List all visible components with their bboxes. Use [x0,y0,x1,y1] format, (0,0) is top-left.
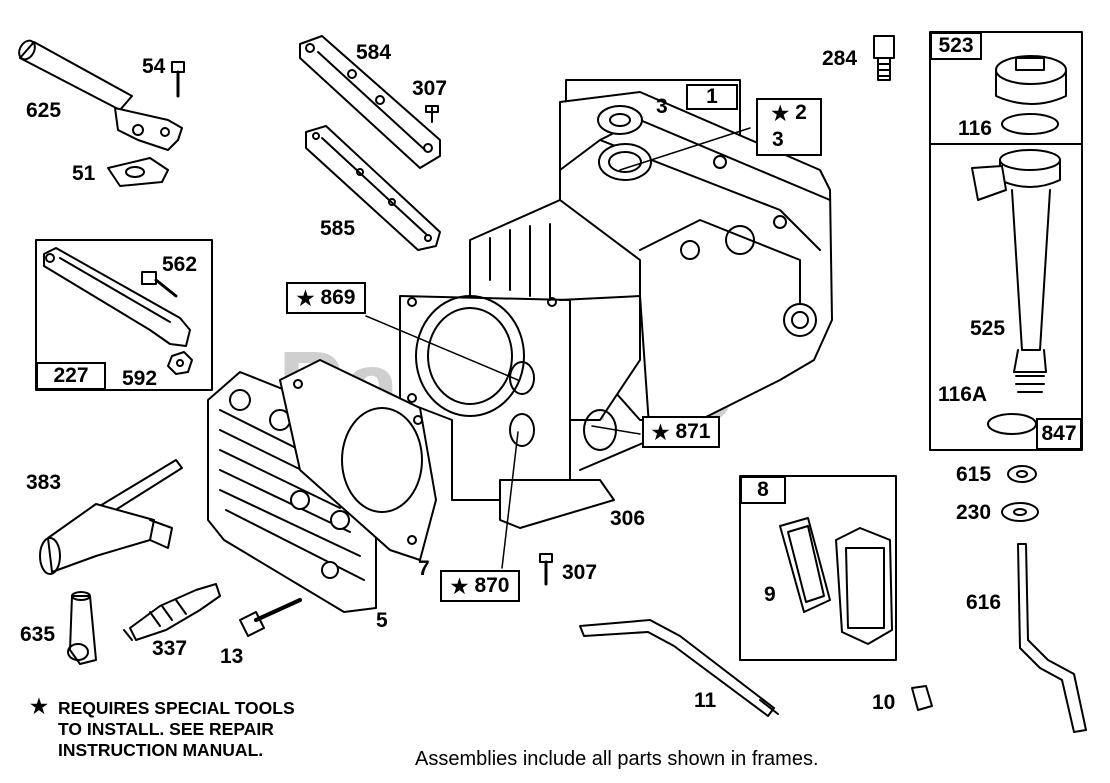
part-523-dipstick-cap [995,55,1067,135]
star-icon: ★ [30,696,48,718]
part-8-breather-cover [835,527,893,645]
label-51: 51 [72,162,96,185]
label-9: 9 [764,583,776,606]
label-615: 615 [956,463,992,486]
part-616-dipstick [1017,543,1087,733]
special-tools-note: ★ REQUIRES SPECIAL TOOLS TO INSTALL. SEE… [30,696,295,761]
part-227-bracket [43,247,191,347]
star-icon: ★ [771,102,790,125]
box-label-870: ★870 [440,570,520,602]
label-10: 10 [872,691,896,714]
part-584-cover [299,35,441,169]
part-337-spark-plug [123,583,221,641]
part-116a-oring [987,413,1037,435]
part-230-washer [1001,502,1039,522]
box-label-2: ★2 [756,98,822,128]
label-337: 337 [152,637,188,660]
star-icon: ★ [296,287,315,310]
label-562: 562 [162,253,198,276]
frame-assembly-8 [739,475,897,661]
label-230: 230 [956,501,992,524]
box-label-8: 8 [740,476,786,504]
box-label-871: ★871 [642,416,720,448]
label-11: 11 [694,689,717,712]
label-383: 383 [26,471,62,494]
part-9-gasket [779,517,831,613]
label-284: 284 [822,47,858,70]
part-54-screw [171,61,185,98]
part-307-screw-lower [539,553,553,586]
note-line-1: REQUIRES SPECIAL TOOLS [58,698,295,718]
label-616: 616 [966,591,1002,614]
part-307-screw-top [425,105,439,123]
label-307-lower: 307 [562,561,598,584]
label-116a: 116A [938,383,988,406]
box-label-3: 3 [756,126,822,156]
box-label-2-text: 2 [795,101,807,124]
part-585-gasket [305,125,441,251]
assemblies-footer-note: Assemblies include all parts shown in fr… [415,748,819,770]
box-label-869-text: 869 [320,286,356,309]
label-625: 625 [26,99,62,122]
box-label-869: ★869 [286,282,366,314]
label-7: 7 [418,557,430,580]
note-line-2: TO INSTALL. SEE REPAIR [58,719,274,739]
star-icon: ★ [450,575,469,598]
label-54: 54 [142,55,166,78]
part-562-screw [141,271,178,298]
frame-assembly-847 [929,143,1083,451]
box-label-870-text: 870 [474,574,510,597]
part-383-breather [39,459,183,575]
box-label-227: 227 [36,362,106,390]
label-306: 306 [610,507,646,530]
label-307-top: 307 [412,77,448,100]
part-10-plug [911,685,933,711]
part-635-elbow [67,591,97,665]
note-line-3: INSTRUCTION MANUAL. [58,740,264,760]
label-525: 525 [970,317,1006,340]
part-51-gasket [107,157,169,187]
box-label-523: 523 [930,32,982,60]
label-3-top: 3 [656,95,668,118]
label-584: 584 [356,41,392,64]
box-label-1: 1 [686,84,738,110]
box-label-871-text: 871 [675,420,711,443]
label-585: 585 [320,217,356,240]
box-label-847: 847 [1036,418,1082,450]
frame-assembly-227 [35,239,213,391]
part-525-dipstick-tube [971,149,1061,393]
part-615-washer [1007,465,1037,483]
label-635: 635 [20,623,56,646]
part-284-fitting [873,35,895,81]
star-icon: ★ [651,421,670,444]
part-7-head-gasket [279,359,437,561]
engine-block [399,91,833,501]
part-625-tube [18,39,183,151]
label-13: 13 [220,645,244,668]
part-13-bolt [239,598,302,637]
part-306-gasket [499,479,615,529]
part-11-rod [579,619,779,717]
label-5: 5 [376,609,388,632]
label-116: 116 [958,117,992,140]
part-592-nut [167,351,193,375]
part-5-cylinder-head [207,371,377,613]
label-592: 592 [122,367,158,390]
